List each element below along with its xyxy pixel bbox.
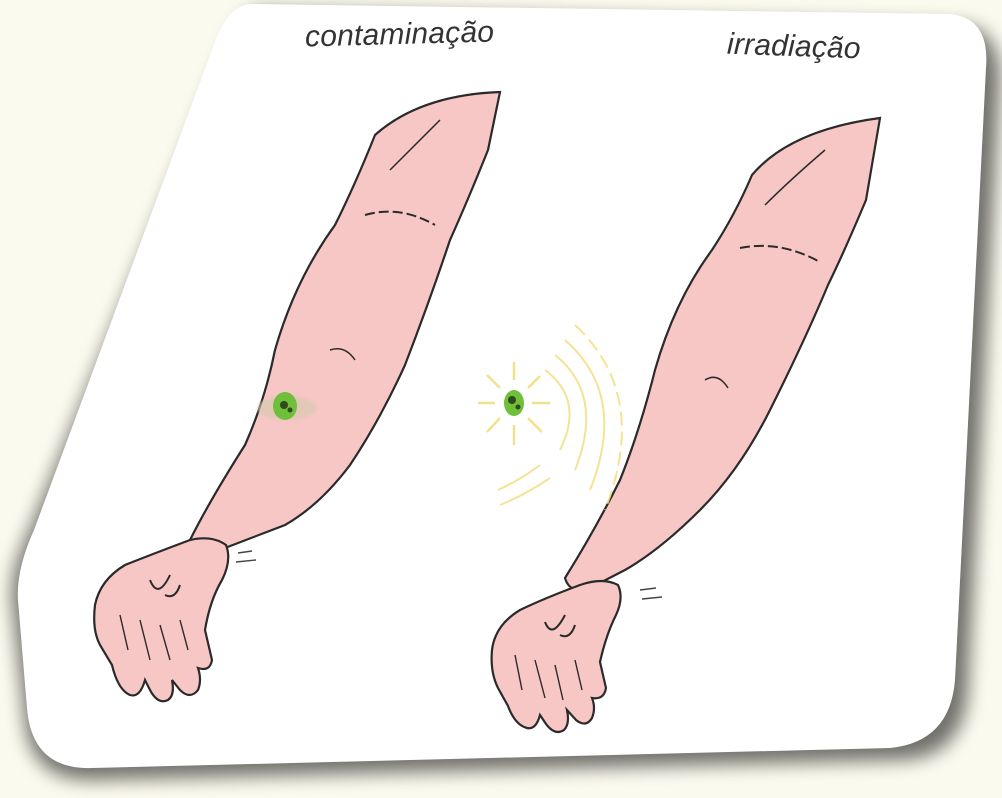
label-contamination: contaminação [305,16,495,55]
label-irradiation: irradiação [726,28,861,67]
